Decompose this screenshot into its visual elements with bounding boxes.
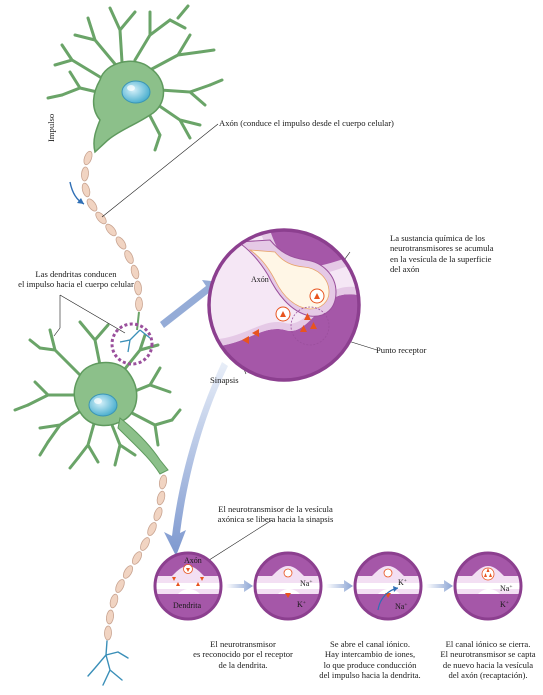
dendrites-label: Las dendritas conducen el impulso hacia … xyxy=(18,269,134,290)
k-ion-step2: K+ xyxy=(297,600,306,609)
upper-neuron xyxy=(46,4,224,154)
lower-neuron xyxy=(13,320,182,475)
upper-nucleus xyxy=(121,80,151,104)
upper-cell-body xyxy=(92,60,165,154)
axon-small-label: Axón xyxy=(184,556,202,565)
step-3 xyxy=(353,551,423,621)
na-ion-step4: Na+ xyxy=(500,584,513,593)
step-2 xyxy=(253,551,323,621)
release-label: El neurotransmisor de la vesícula axónic… xyxy=(217,504,334,525)
step-arrow-2 xyxy=(326,580,353,592)
na-ion-step3: Na+ xyxy=(395,602,408,611)
channel-open-caption: Se abre el canal iónico. Hay intercambio… xyxy=(319,639,421,681)
lower-nucleus xyxy=(88,393,118,417)
k-ion-step4: K+ xyxy=(500,600,509,609)
step-arrow-1 xyxy=(226,580,253,592)
step-1 xyxy=(153,551,223,621)
impulse-label: Impulso xyxy=(46,113,56,142)
synapse-magnified xyxy=(207,228,361,382)
na-ion-step2: Na+ xyxy=(300,579,313,588)
k-ion-step3: K+ xyxy=(398,578,407,587)
receptor-point-label: Punto receptor xyxy=(376,345,427,355)
step-4 xyxy=(453,551,523,621)
step-arrow-3 xyxy=(426,580,453,592)
synapse-label: Sinapsis xyxy=(210,375,239,385)
lower-axon-myelin xyxy=(104,474,168,641)
channel-close-caption: El canal iónico se cierra. El neurotrans… xyxy=(440,639,536,681)
zoom-arrow xyxy=(160,280,220,328)
axon-label: Axón (conduce el impulso desde el cuerpo… xyxy=(219,118,394,128)
chemical-label: La sustancia química de los neurotransmi… xyxy=(390,233,494,275)
dendrite-small-label: Dendrita xyxy=(173,601,201,610)
axon-inset-label: Axón xyxy=(251,275,269,284)
recognized-caption: El neurotransmisor es reconocido por el … xyxy=(193,639,293,670)
axon-terminal-branches xyxy=(87,640,129,686)
drop-arrow xyxy=(164,362,228,556)
magnify-circle xyxy=(110,322,154,366)
axon-myelin xyxy=(81,150,143,312)
